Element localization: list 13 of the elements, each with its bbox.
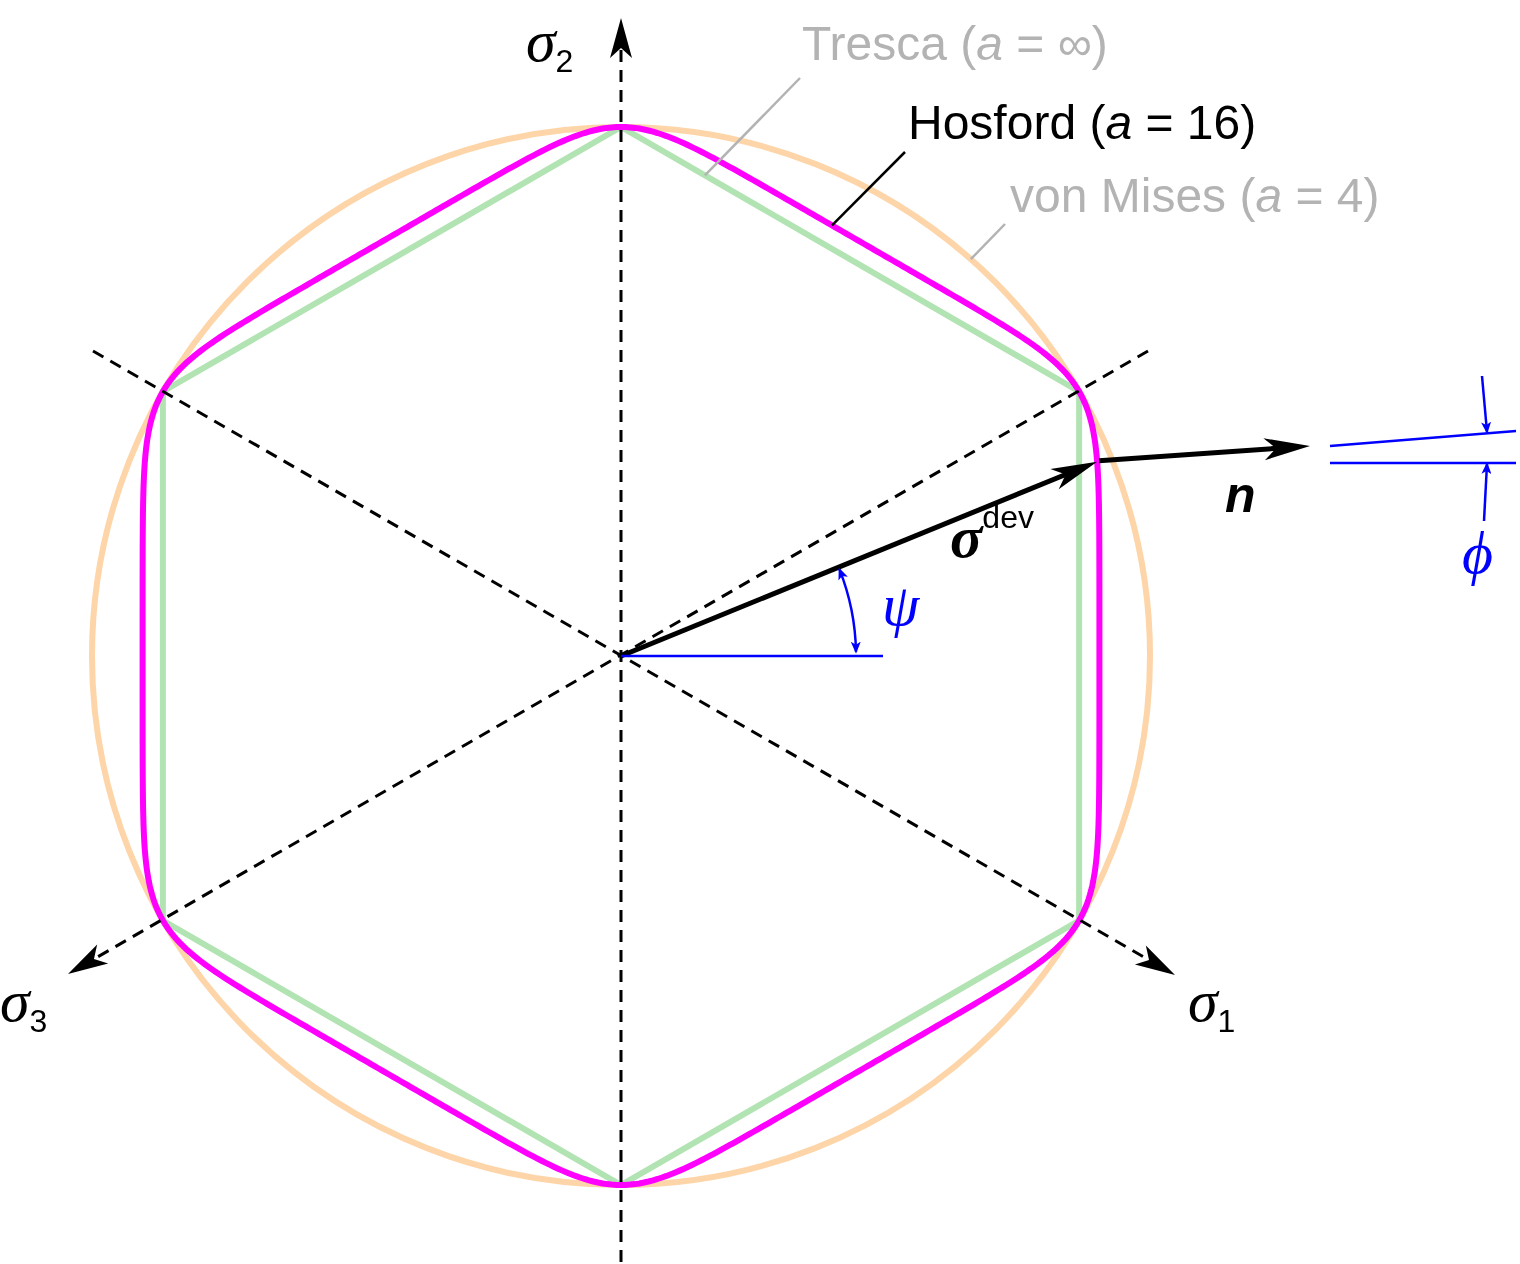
curve-label: von Mises (a = 4) (1010, 170, 1380, 223)
axis-label: σ$_{1}$ (1188, 968, 1236, 1040)
curve-label: Hosford (a = 16) (908, 97, 1257, 150)
leader-line (969, 223, 1006, 261)
vector-label: n (1225, 468, 1256, 523)
curve-label: Tresca (a = ∞) (802, 18, 1108, 71)
angle-label: ϕ (1462, 520, 1494, 586)
leader-line (831, 151, 906, 227)
angle-label: ψ (882, 572, 920, 638)
leader-line (704, 77, 801, 177)
axis-label: σ$_{2}$ (526, 8, 574, 80)
axis-label: σ$_{3}$ (0, 968, 48, 1040)
vector-label: σ$^{dev}$ (950, 500, 1034, 570)
